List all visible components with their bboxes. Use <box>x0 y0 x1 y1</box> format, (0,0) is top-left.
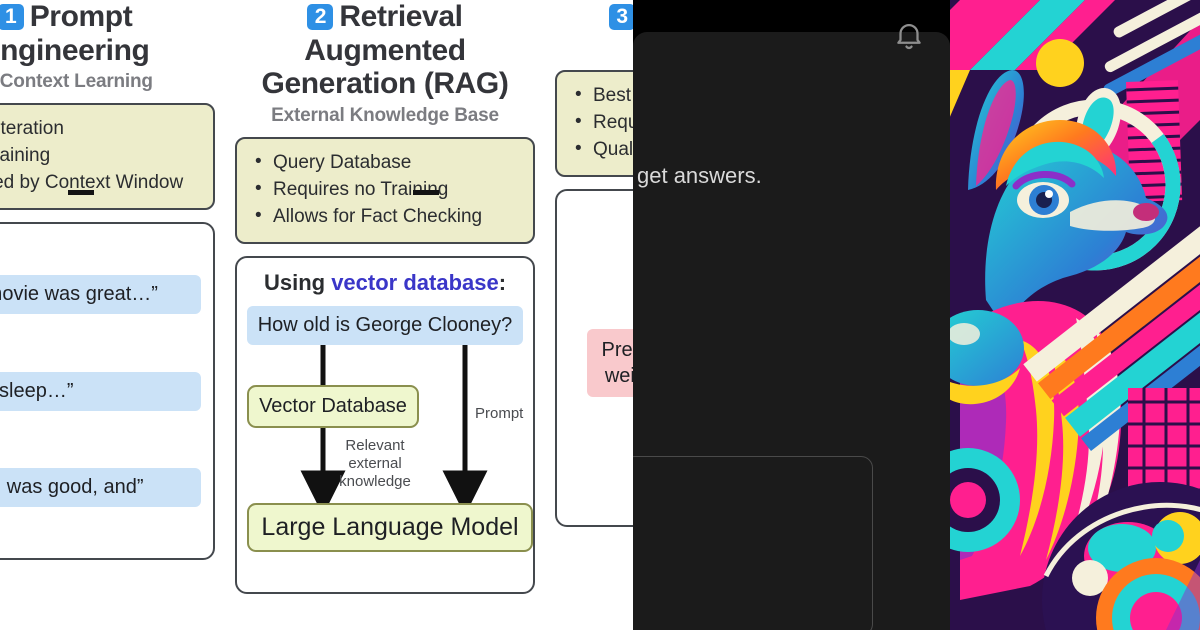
column-2-subtitle: External Knowledge Base <box>271 104 499 126</box>
knowledge-edge-label: Relevant external knowledge <box>339 436 411 490</box>
rag-arrows <box>300 344 488 516</box>
heading-suffix: : <box>498 269 507 295</box>
badge-number-1: 1 <box>0 4 24 30</box>
vector-database-chip: Vector Database <box>247 384 419 428</box>
list-item: Quality Dataset Needed <box>573 136 633 164</box>
bell-icon[interactable] <box>892 18 926 52</box>
column-2-bullets: Query Database Requires no Training Allo… <box>235 136 535 244</box>
column-fine-tuning: 3Fine-Tuning PEFT Best Performance Requi… <box>555 0 633 630</box>
column-1-bullets: Fast Iteration No Training Limited by Co… <box>0 103 215 211</box>
llama-art-svg <box>950 0 1200 630</box>
badge-number-3: 3 <box>609 4 633 30</box>
column-1-title-text: Prompt Engineering <box>0 0 150 67</box>
pretrained-weights-chip: Pre-trained weights W <box>587 328 633 397</box>
column-2-body: Using vector database: How old is George… <box>235 255 535 594</box>
connector-1-2 <box>68 190 94 195</box>
query-chip: How old is George Clooney? <box>247 305 523 345</box>
app-body-text: get answers. <box>637 163 762 188</box>
connector-2-3 <box>413 190 439 195</box>
list-item: Fast Iteration <box>0 116 199 143</box>
list-item: Requires Training <box>573 109 633 137</box>
column-2-title-text: Retrieval Augmented Generation (RAG) <box>261 0 509 101</box>
heading-prefix: Using <box>263 269 332 295</box>
lora-heading: e.g., LoRA <box>567 203 633 229</box>
list-item: Best Performance <box>573 82 633 110</box>
prompt-edge-label: Prompt <box>475 404 524 422</box>
example-chip: “The movie was great…” <box>0 274 201 314</box>
list-item: No Training <box>0 143 199 170</box>
status-bar <box>633 0 950 32</box>
dark-app-panel: get answers. <box>633 0 950 630</box>
content-card[interactable] <box>633 456 873 630</box>
column-3-title-line: 3Fine-Tuning <box>609 0 633 34</box>
column-1-body: “The movie was great…” “I fell asleep…” … <box>0 222 215 561</box>
list-item: Query Database <box>253 149 519 177</box>
column-3-subtitle: PEFT <box>609 38 633 60</box>
list-item: Allows for Fact Checking <box>253 203 519 231</box>
example-chip: “Acting was good, and” <box>0 468 201 508</box>
heading-accent: vector database <box>331 269 499 295</box>
badge-number-2: 2 <box>307 4 334 30</box>
column-3-bullets: Best Performance Requires Training Quali… <box>555 69 633 177</box>
column-1-subtitle: In-Context Learning <box>0 71 153 93</box>
example-chip: “I fell asleep…” <box>0 371 201 411</box>
weights-line-2: weights <box>604 364 633 387</box>
list-item: Limited by Context Window <box>0 170 199 197</box>
column-3-header: 3Fine-Tuning PEFT <box>605 0 633 60</box>
weights-line-1: Pre-trained <box>601 338 633 361</box>
column-3-body: e.g., LoRA Inputs <box>555 188 633 527</box>
llm-chip: Large Language Model <box>247 502 533 552</box>
dark-sheet <box>633 32 950 630</box>
vector-database-heading: Using vector database: <box>247 270 523 296</box>
list-item: Requires no Training <box>253 176 519 204</box>
llama-artwork <box>950 0 1200 630</box>
